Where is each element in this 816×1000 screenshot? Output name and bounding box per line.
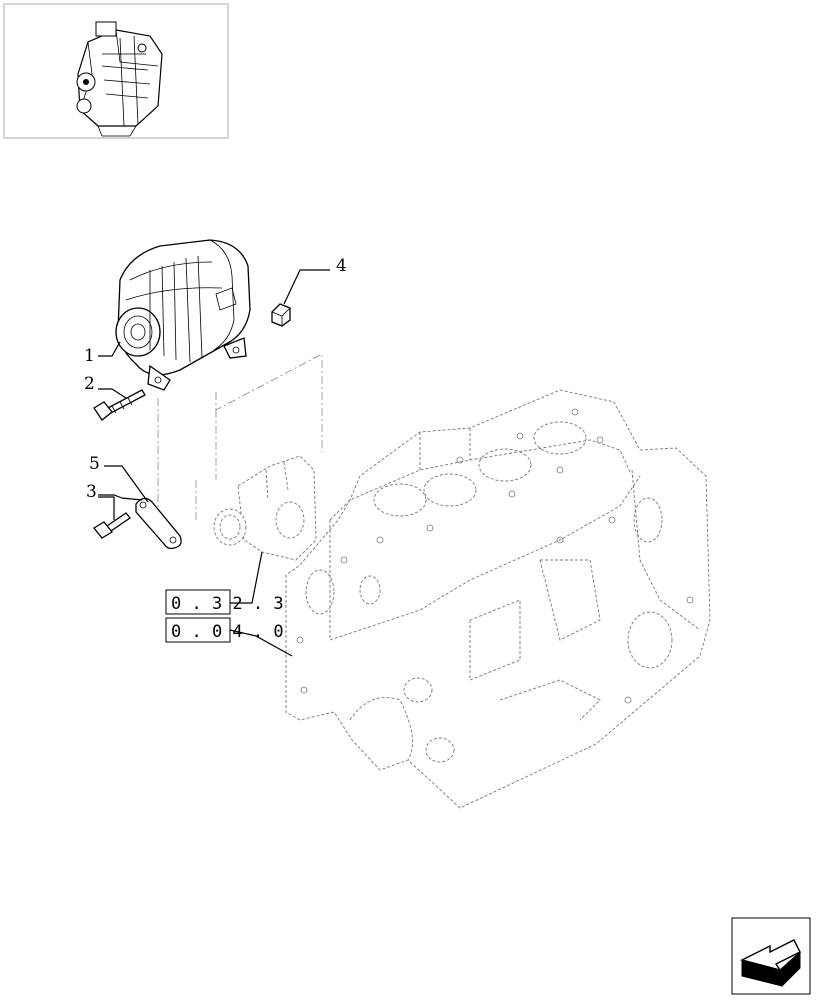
- callout-4: 4: [336, 256, 347, 276]
- nut[interactable]: [271, 303, 291, 327]
- reference-box-2[interactable]: 0 . 0 4 . 0: [165, 617, 284, 643]
- reference-label-1: 0 . 3 2 . 3: [171, 594, 284, 614]
- bolt-long[interactable]: [93, 389, 146, 421]
- alignment-lines: [157, 353, 323, 525]
- engine-block: [285, 389, 711, 809]
- callout-2: 2: [84, 374, 95, 394]
- callout-5: 5: [89, 454, 100, 474]
- reference-label-2: 0 . 0 4 . 0: [171, 622, 284, 642]
- callout-1: 1: [84, 346, 95, 366]
- bolt-short[interactable]: [93, 512, 131, 539]
- engine-thumbnail-icon[interactable]: [3, 3, 229, 139]
- callout-3: 3: [86, 482, 97, 502]
- alternator[interactable]: [115, 239, 251, 391]
- reference-box-1[interactable]: 0 . 3 2 . 3: [165, 589, 284, 615]
- leader-lines: [98, 269, 330, 657]
- link-bracket[interactable]: [135, 497, 182, 550]
- pump-housing: [213, 455, 317, 561]
- back-arrow-icon[interactable]: [731, 917, 811, 995]
